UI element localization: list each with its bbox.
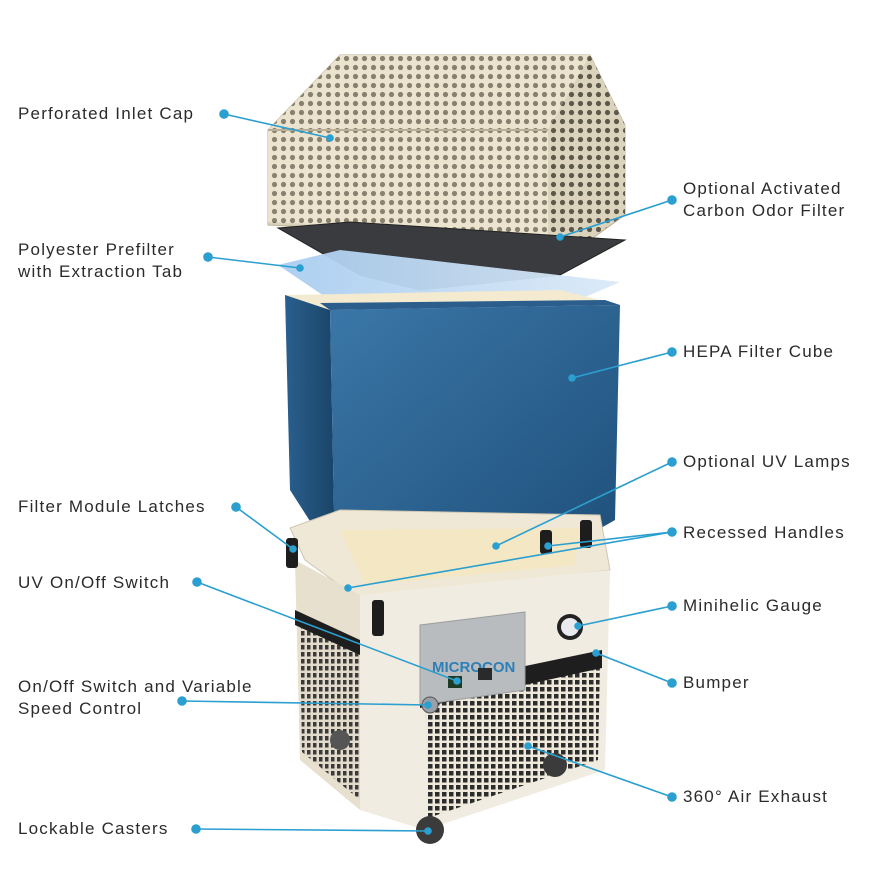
- label-carbon-odor-filter: Optional Activated Carbon Odor Filter: [683, 178, 845, 222]
- label-line: Carbon Odor Filter: [683, 201, 846, 220]
- label-uv-on-off-switch: UV On/Off Switch: [18, 573, 171, 592]
- label-perforated-inlet-cap: Perforated Inlet Cap: [18, 104, 195, 123]
- label-minihelic-gauge: Minihelic Gauge: [683, 596, 823, 615]
- label-recessed-handles: Recessed Handles: [683, 523, 845, 542]
- label-line: Speed Control: [18, 699, 143, 718]
- label-line: Optional Activated: [683, 179, 842, 198]
- inlet-cap-shape: [267, 54, 626, 241]
- label-line: On/Off Switch and Variable: [18, 677, 253, 696]
- label-hepa-filter-cube: HEPA Filter Cube: [683, 342, 835, 361]
- label-line: with Extraction Tab: [18, 262, 184, 281]
- label-optional-uv-lamps: Optional UV Lamps: [683, 452, 851, 471]
- label-lockable-casters: Lockable Casters: [18, 819, 169, 838]
- label-filter-module-latches: Filter Module Latches: [18, 497, 206, 516]
- brand-text: MICROCON: [432, 659, 515, 676]
- label-line: Polyester Prefilter: [18, 240, 175, 259]
- label-bumper: Bumper: [683, 673, 750, 692]
- label-air-exhaust: 360° Air Exhaust: [683, 787, 829, 806]
- label-polyester-prefilter: Polyester Prefilter with Extraction Tab: [18, 239, 183, 283]
- label-on-off-switch-speed-control: On/Off Switch and Variable Speed Control: [18, 676, 253, 720]
- hepa-cube-shape: [285, 290, 620, 560]
